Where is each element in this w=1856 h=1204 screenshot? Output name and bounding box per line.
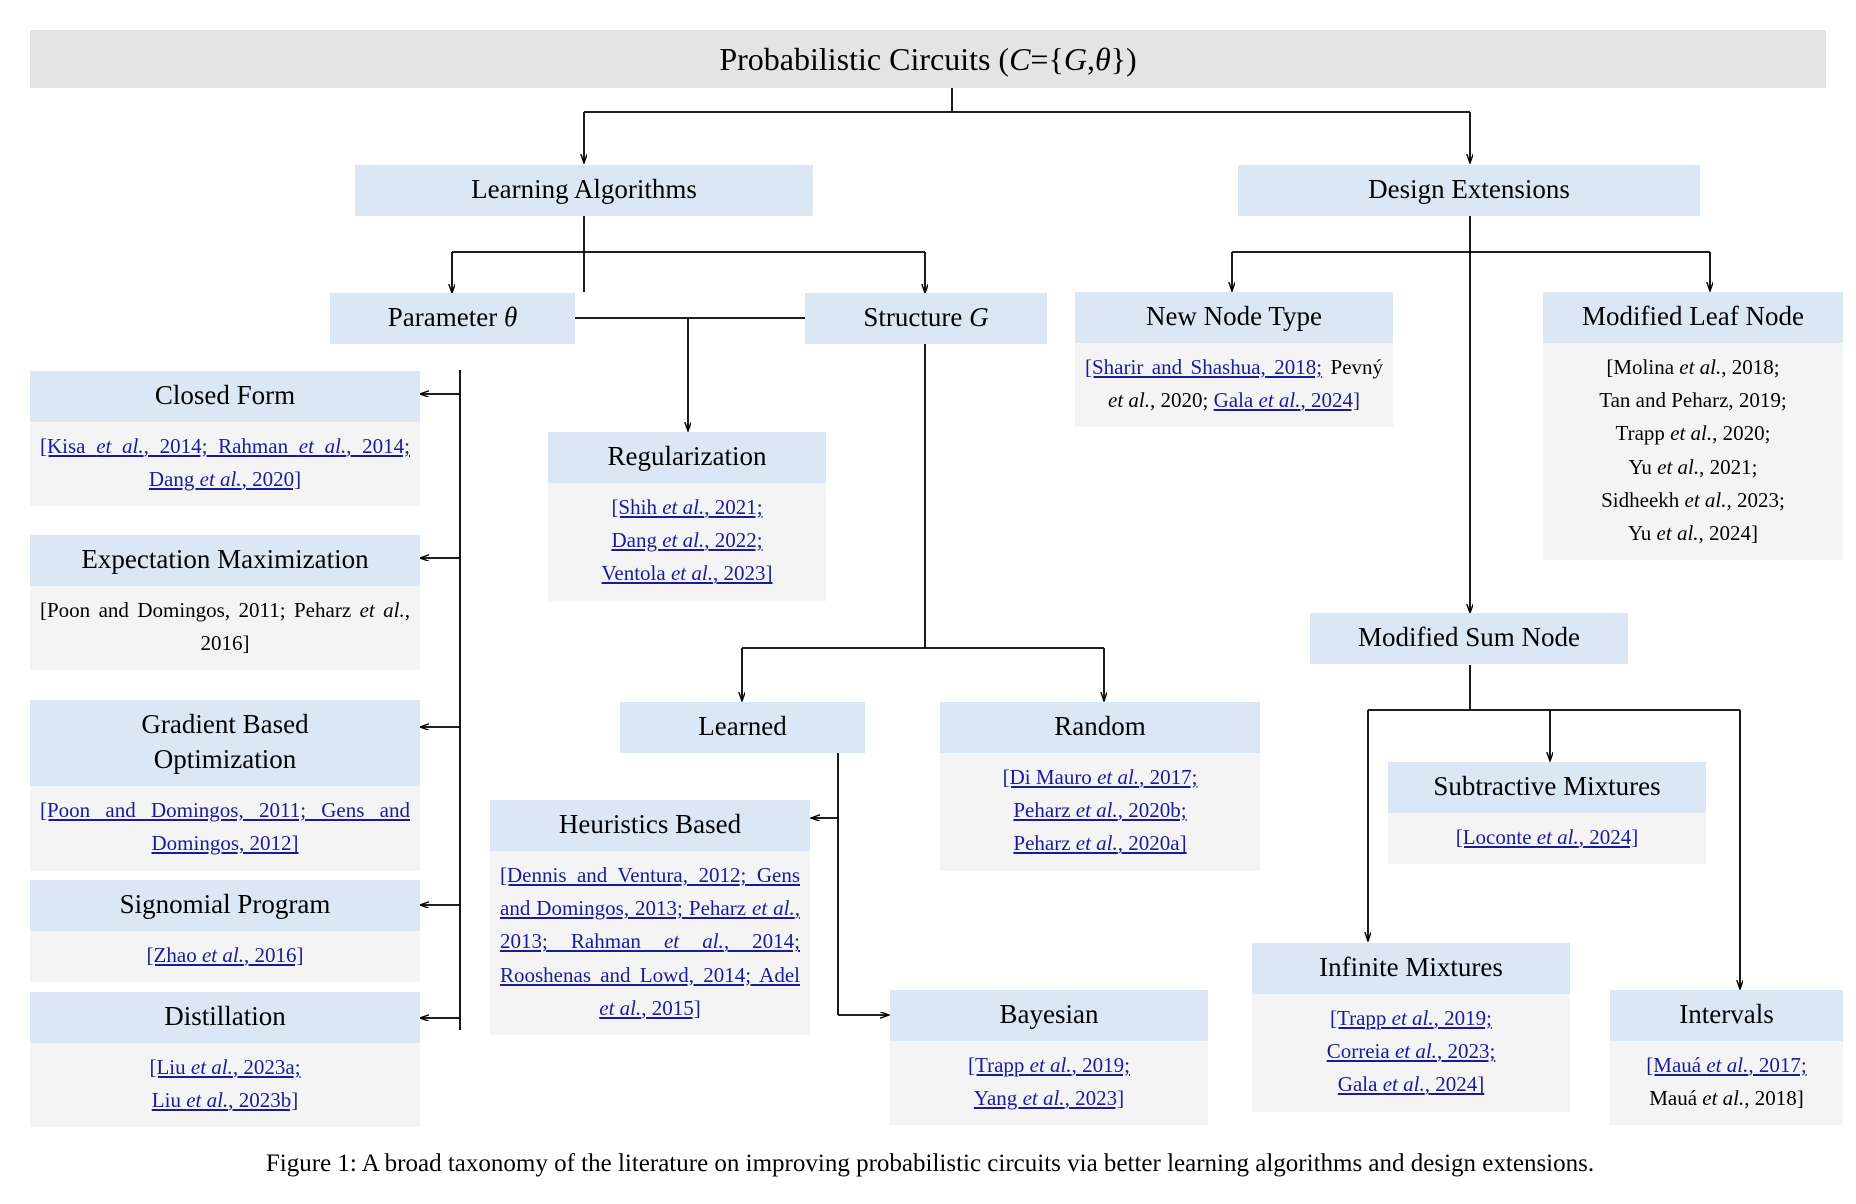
node-intervals[interactable]: Intervals [Mauá et al., 2017;Mauá et al.… [1610,990,1843,1126]
node-parameter-title: Parameter θ [330,293,575,345]
node-intervals-citations[interactable]: [Mauá et al., 2017;Mauá et al., 2018] [1610,1041,1843,1126]
node-heuristics-based[interactable]: Heuristics Based [Dennis and Ventura, 20… [490,800,810,1035]
node-regularization-title: Regularization [548,432,826,484]
root-node-label: Probabilistic Circuits (C={G,θ}) [719,40,1137,77]
node-subtractive-mixtures[interactable]: Subtractive Mixtures [Loconte et al., 20… [1388,762,1706,865]
figure-caption: Figure 1: A broad taxonomy of the litera… [265,1150,1595,1177]
node-new-node-type[interactable]: New Node Type [Sharir and Shashua, 2018;… [1075,292,1393,428]
node-regularization-citations[interactable]: [Shih et al., 2021;Dang et al., 2022;Ven… [548,483,826,601]
node-expectation-maximization-citations: [Poon and Domingos, 2011; Peharz et al.,… [30,586,420,671]
node-infinite-mixtures-citations[interactable]: [Trapp et al., 2019;Correia et al., 2023… [1252,994,1570,1112]
node-gradient-based-optimization-citations[interactable]: [Poon and Domingos, 2011; Gens and Domin… [30,786,420,871]
node-distillation[interactable]: Distillation [Liu et al., 2023a;Liu et a… [30,992,420,1128]
node-heuristics-based-citations[interactable]: [Dennis and Ventura, 2012; Gens and Domi… [490,851,810,1035]
node-expectation-maximization-title: Expectation Maximization [30,535,420,587]
node-signomial-program-title: Signomial Program [30,880,420,932]
node-learning-algorithms-title: Learning Algorithms [355,165,813,217]
node-intervals-title: Intervals [1610,990,1843,1042]
node-closed-form[interactable]: Closed Form [Kisa et al., 2014; Rahman e… [30,371,420,507]
node-bayesian-title: Bayesian [890,990,1208,1042]
node-closed-form-title: Closed Form [30,371,420,423]
node-modified-sum-node[interactable]: Modified Sum Node [1310,613,1628,665]
node-closed-form-citations[interactable]: [Kisa et al., 2014; Rahman et al., 2014;… [30,422,420,507]
node-parameter[interactable]: Parameter θ [330,293,575,345]
node-new-node-type-title: New Node Type [1075,292,1393,344]
node-random-title: Random [940,702,1260,754]
node-expectation-maximization[interactable]: Expectation Maximization [Poon and Domin… [30,535,420,671]
node-modified-leaf-node-title: Modified Leaf Node [1543,292,1843,344]
node-new-node-type-citations[interactable]: [Sharir and Shashua, 2018; Pevný et al.,… [1075,343,1393,428]
node-learned[interactable]: Learned [620,702,865,754]
node-modified-leaf-node[interactable]: Modified Leaf Node [Molina et al., 2018;… [1543,292,1843,561]
node-subtractive-mixtures-title: Subtractive Mixtures [1388,762,1706,814]
node-subtractive-mixtures-citations[interactable]: [Loconte et al., 2024] [1388,813,1706,865]
node-infinite-mixtures[interactable]: Infinite Mixtures [Trapp et al., 2019;Co… [1252,943,1570,1112]
node-modified-leaf-node-citations: [Molina et al., 2018;Tan and Peharz, 201… [1543,343,1843,561]
node-infinite-mixtures-title: Infinite Mixtures [1252,943,1570,995]
node-heuristics-based-title: Heuristics Based [490,800,810,852]
node-random-citations[interactable]: [Di Mauro et al., 2017;Peharz et al., 20… [940,753,1260,871]
node-bayesian-citations[interactable]: [Trapp et al., 2019;Yang et al., 2023] [890,1041,1208,1126]
node-regularization[interactable]: Regularization [Shih et al., 2021;Dang e… [548,432,826,601]
node-design-extensions-title: Design Extensions [1238,165,1700,217]
node-signomial-program-citations[interactable]: [Zhao et al., 2016] [30,931,420,983]
node-design-extensions[interactable]: Design Extensions [1238,165,1700,217]
node-structure-title: Structure G [805,293,1047,345]
node-learning-algorithms[interactable]: Learning Algorithms [355,165,813,217]
node-signomial-program[interactable]: Signomial Program [Zhao et al., 2016] [30,880,420,983]
node-modified-sum-node-title: Modified Sum Node [1310,613,1628,665]
node-distillation-citations[interactable]: [Liu et al., 2023a;Liu et al., 2023b] [30,1043,420,1128]
node-bayesian[interactable]: Bayesian [Trapp et al., 2019;Yang et al.… [890,990,1208,1126]
node-distillation-title: Distillation [30,992,420,1044]
node-structure[interactable]: Structure G [805,293,1047,345]
node-random[interactable]: Random [Di Mauro et al., 2017;Peharz et … [940,702,1260,871]
node-learned-title: Learned [620,702,865,754]
root-node-probabilistic-circuits: Probabilistic Circuits (C={G,θ}) [30,30,1826,88]
